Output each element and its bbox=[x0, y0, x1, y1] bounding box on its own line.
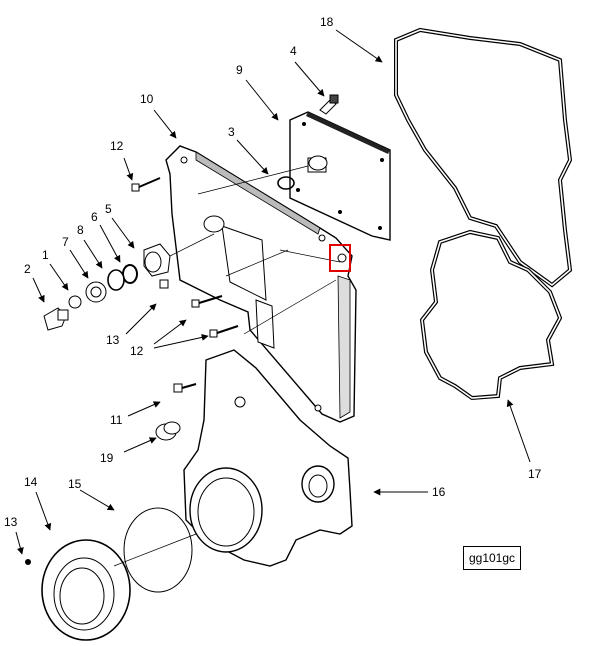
callout-5: 5 bbox=[105, 202, 112, 216]
plug-20 bbox=[155, 421, 181, 441]
bolts-12 bbox=[131, 177, 239, 338]
callout-8: 8 bbox=[77, 223, 84, 237]
callout-4: 4 bbox=[290, 44, 297, 58]
assembly-lines bbox=[113, 165, 341, 567]
callout-3: 3 bbox=[228, 125, 235, 139]
callout-17: 16 bbox=[432, 485, 446, 499]
callout-10: 10 bbox=[140, 92, 154, 106]
backplate-10 bbox=[165, 145, 357, 423]
callout-20: 19 bbox=[100, 451, 114, 465]
callout-16: 15 bbox=[68, 477, 82, 491]
gasket-16 bbox=[123, 507, 193, 593]
bolt-4 bbox=[319, 94, 339, 115]
callout-19: 18 bbox=[320, 15, 334, 29]
nut-13 bbox=[159, 279, 169, 289]
screw-14 bbox=[25, 559, 31, 565]
gasket-19 bbox=[394, 27, 573, 288]
callout-12-bottom: 12 bbox=[130, 344, 144, 358]
callout-18: 17 bbox=[528, 467, 542, 481]
callout-labels: 18 4 9 10 3 12 5 6 8 7 1 2 13 12 11 19 1… bbox=[4, 15, 542, 529]
dowel-3 bbox=[277, 155, 328, 190]
callout-13: 13 bbox=[106, 333, 120, 347]
callout-12-top: 12 bbox=[110, 139, 124, 153]
callout-9: 9 bbox=[236, 63, 243, 77]
seal-housing-15 bbox=[41, 539, 131, 641]
callout-1: 1 bbox=[42, 248, 49, 262]
callout-6: 6 bbox=[91, 210, 98, 224]
highlight-box bbox=[329, 244, 351, 272]
callout-14: 13 bbox=[4, 515, 18, 529]
gasket-18 bbox=[419, 229, 563, 401]
cover-plate-9 bbox=[289, 111, 391, 241]
bolt-11 bbox=[173, 383, 197, 393]
callout-2: 2 bbox=[24, 262, 31, 276]
seal-stack bbox=[43, 243, 171, 331]
callout-7: 7 bbox=[62, 235, 69, 249]
leader-arrows bbox=[15, 29, 531, 555]
reference-code: gg101gc bbox=[463, 546, 521, 570]
callout-11: 11 bbox=[110, 413, 123, 427]
front-cover-17 bbox=[183, 349, 353, 567]
callout-15: 14 bbox=[24, 475, 38, 489]
